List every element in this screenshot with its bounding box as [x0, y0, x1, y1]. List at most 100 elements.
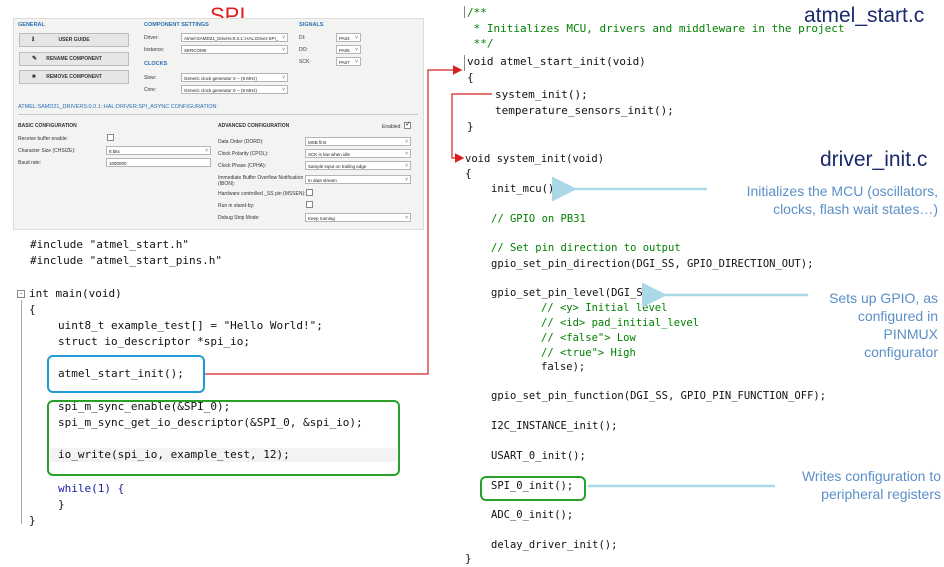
- i2c-init-call: I2C_INSTANCE_init();: [491, 420, 618, 432]
- general-header: GENERAL: [18, 22, 45, 28]
- chevron-down-icon: ˅: [405, 177, 408, 183]
- set-pin-direction-call: gpio_set_pin_direction(DGI_SS, GPIO_DIRE…: [491, 258, 814, 270]
- baud-rate-input[interactable]: 1000000: [106, 158, 211, 167]
- driver-init-filename: driver_init.c: [820, 148, 928, 171]
- cpol-select[interactable]: SCK is low when idle ˅: [305, 149, 411, 158]
- delay-driver-init-call: delay_driver_init();: [491, 539, 618, 551]
- note-line: Sets up GPIO, as: [829, 290, 938, 306]
- cpha-label: Clock Phase (CPHA):: [218, 163, 267, 169]
- gpio-setup-note: Sets up GPIO, as configured in PINMUX co…: [760, 289, 938, 361]
- include-atmel-start-pins: #include "atmel_start_pins.h": [30, 254, 223, 267]
- level-comment-3: // <false"> Low: [541, 332, 636, 344]
- driver-select[interactable]: Atmel:SAMD21_Drivers:0.0.1::HAL:Driver:S…: [181, 33, 288, 42]
- baud-rate-label: Baud rate:: [18, 160, 42, 166]
- advanced-config-header: ADVANCED CONFIGURATION: [218, 123, 290, 129]
- slow-clock-select[interactable]: Generic clock generator 0 -- (8 MHz)˅: [181, 73, 288, 82]
- rename-component-button[interactable]: ✎ RENAME COMPONENT: [19, 52, 129, 66]
- chevron-down-icon: ˅: [355, 47, 358, 53]
- current-line-highlight: [50, 448, 397, 462]
- system-init-open: {: [465, 167, 472, 180]
- atmel-start-init-signature: void atmel_start_init(void): [467, 55, 646, 68]
- system-init-signature: void system_init(void): [465, 153, 605, 165]
- driver-value: Atmel:SAMD21_Drivers:0.0.1::HAL:Driver:S…: [184, 36, 279, 41]
- chevron-down-icon: ˅: [282, 35, 285, 41]
- standby-label: Run in stand-by:: [218, 203, 255, 209]
- main-close-brace: }: [29, 514, 36, 527]
- mssen-checkbox[interactable]: [306, 189, 313, 196]
- cpol-label: Clock Polarity (CPOL):: [218, 151, 269, 157]
- debug-stop-value: Keep running: [308, 216, 335, 221]
- instance-select[interactable]: SERCOM0˅: [181, 45, 288, 54]
- comment-open: /**: [467, 6, 487, 19]
- mssen-label: Hardware controlled _SS pin (MSSEN):: [218, 191, 306, 197]
- divider: [18, 114, 418, 115]
- receive-buffer-label: Receive buffer enable:: [18, 136, 68, 142]
- note-line: configured in: [857, 308, 938, 324]
- rename-label: RENAME COMPONENT: [46, 56, 102, 62]
- chevron-down-icon: ˅: [282, 87, 285, 93]
- info-icon: ℹ: [32, 37, 35, 43]
- spi-init-highlight: [480, 476, 586, 501]
- di-value: PA04: [339, 36, 350, 41]
- chevron-down-icon: ˅: [355, 35, 358, 41]
- remove-component-button[interactable]: ■ REMOVE COMPONENT: [19, 70, 129, 84]
- init-mcu-call: init_mcu();: [491, 183, 561, 195]
- dord-value: MSB first: [308, 140, 327, 145]
- chevron-down-icon: ˅: [405, 163, 408, 169]
- while-loop: while(1) {: [58, 482, 125, 495]
- note-line: Writes configuration to: [801, 468, 941, 484]
- async-config-header: ATMEL:SAMD21_DRIVERS:0.0.1::HAL:DRIVER:S…: [18, 104, 218, 110]
- spi-io-decl: struct io_descriptor *spi_io;: [58, 335, 251, 348]
- init-mcu-note: Initializes the MCU (oscillators, clocks…: [700, 182, 938, 218]
- clocks-header: CLOCKS: [144, 61, 168, 67]
- advanced-enabled-checkbox[interactable]: [404, 120, 411, 129]
- adc-init-call: ADC_0_init();: [491, 509, 574, 521]
- spi-init-note: Writes configuration to peripheral regis…: [740, 467, 941, 503]
- debug-stop-select[interactable]: Keep running˅: [305, 213, 411, 222]
- user-guide-button[interactable]: ℹ USER GUIDE: [19, 33, 129, 47]
- di-label: DI:: [299, 35, 306, 41]
- atmel-start-filename: atmel_start.c: [804, 4, 925, 27]
- level-false-arg: false);: [541, 361, 586, 373]
- char-size-label: Character Size (CHSIZE):: [18, 148, 76, 154]
- set-pin-level-call: gpio_set_pin_level(DGI_SS,: [491, 287, 656, 299]
- cpha-select[interactable]: Sample input on trailing edge˅: [305, 161, 411, 170]
- core-clock-value: Generic clock generator 0 -- (8 MHz): [184, 88, 258, 93]
- standby-checkbox[interactable]: [306, 201, 313, 208]
- cpol-value: SCK is low when idle: [308, 152, 351, 157]
- receive-buffer-checkbox[interactable]: [107, 134, 114, 141]
- comment-body: * Initializes MCU, drivers and middlewar…: [467, 22, 845, 35]
- component-settings-header: COMPONENT SETTINGS: [144, 22, 209, 28]
- dord-select[interactable]: MSB first˅: [305, 137, 411, 146]
- system-init-close: }: [465, 552, 472, 565]
- baud-rate-value: 1000000: [109, 161, 127, 166]
- basic-config-header: BASIC CONFIGURATION: [18, 123, 77, 129]
- remove-label: REMOVE COMPONENT: [46, 74, 102, 80]
- chevron-down-icon: ˅: [405, 151, 408, 157]
- user-guide-label: USER GUIDE: [58, 37, 90, 43]
- note-line: configurator: [864, 344, 938, 360]
- slow-clock-value: Generic clock generator 0 -- (8 MHz): [184, 76, 258, 81]
- note-line: Initializes the MCU (oscillators,: [746, 183, 938, 199]
- di-select[interactable]: PA04 ˅: [336, 33, 361, 42]
- sck-value: PA07: [339, 60, 350, 65]
- do-select[interactable]: PA06 ˅: [336, 45, 361, 54]
- example-test-decl: uint8_t example_test[] = "Hello World!";: [58, 319, 323, 332]
- atmel-start-init-call: atmel_start_init();: [58, 367, 184, 380]
- core-clock-select[interactable]: Generic clock generator 0 -- (8 MHz) ˅: [181, 85, 288, 94]
- set-pin-function-call: gpio_set_pin_function(DGI_SS, GPIO_PIN_F…: [491, 390, 827, 402]
- level-comment-2: // <id> pad_initial_level: [541, 317, 700, 329]
- char-size-select[interactable]: 8 bits˅: [106, 146, 211, 155]
- debug-stop-label: Debug Stop Mode:: [218, 215, 260, 221]
- driver-label: Driver:: [144, 35, 159, 41]
- sck-select[interactable]: PA07˅: [336, 57, 361, 66]
- main-open-brace: {: [29, 303, 36, 316]
- collapse-toggle-icon[interactable]: -: [17, 289, 25, 298]
- gpio-comment: // GPIO on PB31: [491, 213, 586, 225]
- temp-sensors-init-call: temperature_sensors_init();: [495, 104, 674, 117]
- system-init-call: system_init();: [495, 88, 588, 101]
- ibon-select[interactable]: In data stream˅: [305, 175, 411, 184]
- level-comment-1: // <y> Initial level: [541, 302, 668, 314]
- spi-enable-call: spi_m_sync_enable(&SPI_0);: [58, 400, 231, 413]
- do-value: PA06: [339, 48, 350, 53]
